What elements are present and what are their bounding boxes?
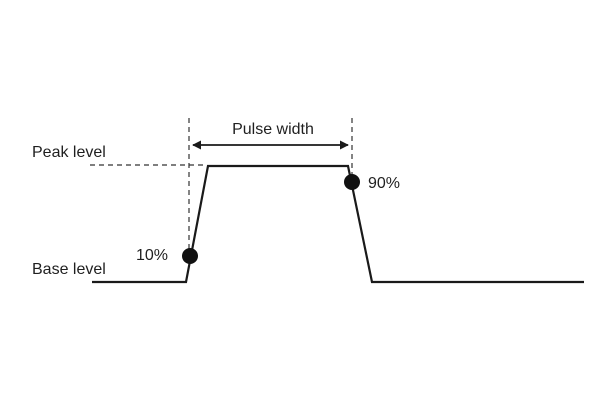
peak-level-label: Peak level — [32, 144, 106, 161]
marker-90-percent — [344, 174, 360, 190]
ten-percent-label: 10% — [136, 247, 168, 264]
pulse-waveform — [92, 164, 584, 284]
base-level-label: Base level — [32, 261, 106, 278]
ninety-percent-label: 90% — [368, 175, 400, 192]
marker-10-percent — [182, 248, 198, 264]
pulse-width-label: Pulse width — [232, 121, 314, 138]
